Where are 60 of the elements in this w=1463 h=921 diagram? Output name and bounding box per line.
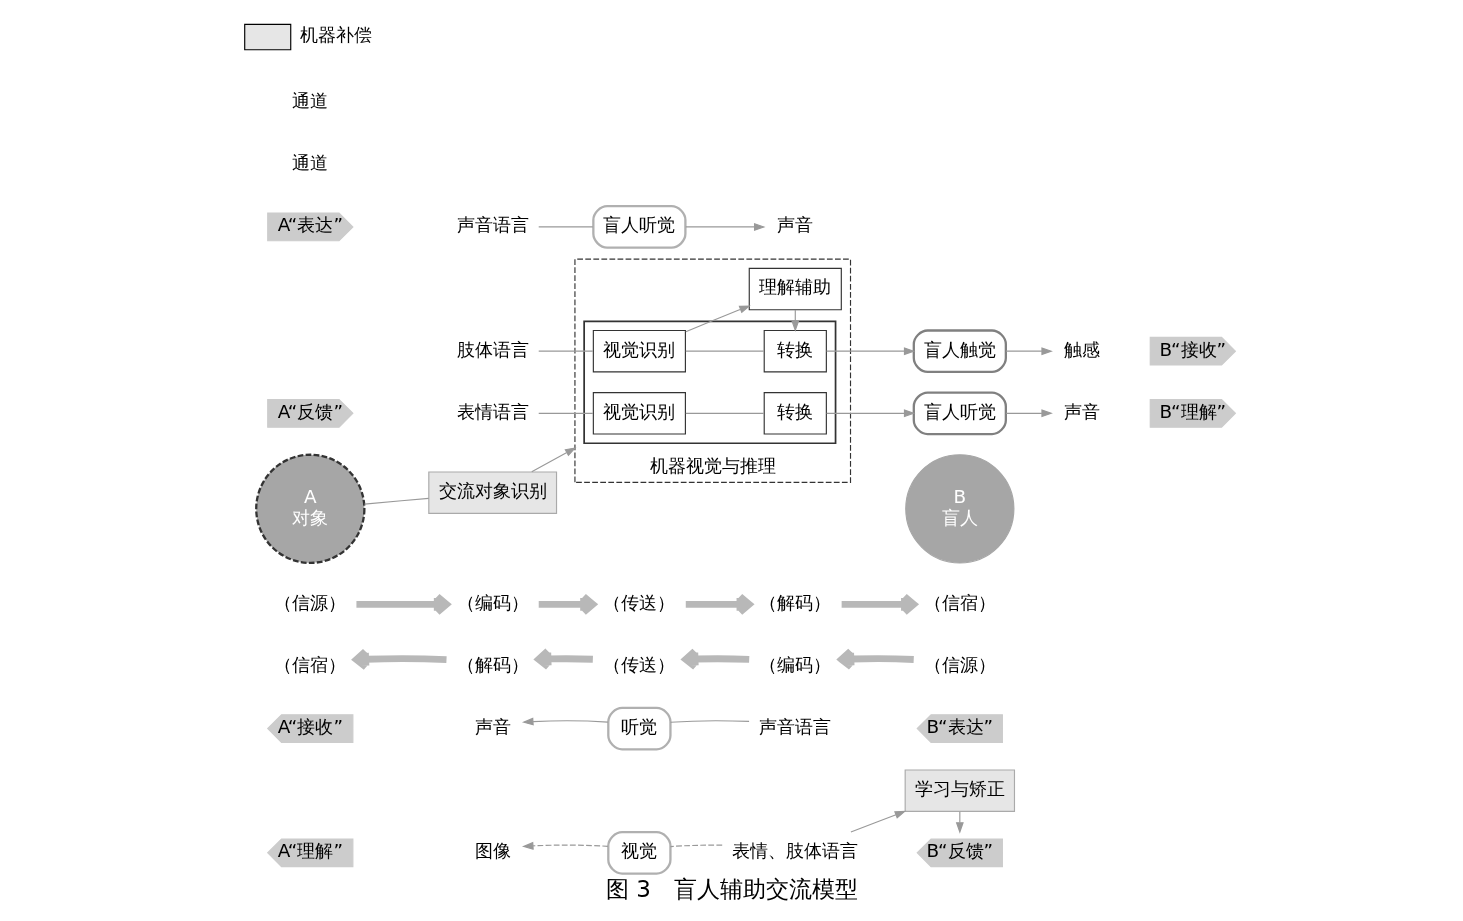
node-text: （信源）: [273, 591, 346, 613]
connector: [669, 720, 750, 723]
arrow: [521, 717, 608, 726]
connector: [537, 350, 593, 352]
node-text: 表情语言: [456, 400, 529, 422]
arrow: [530, 447, 576, 473]
node-text: 图像: [474, 840, 511, 862]
node-text: 肢体语言: [456, 338, 529, 360]
node-box: 盲人听觉: [591, 205, 687, 249]
node-box: 理解辅助: [748, 267, 842, 311]
node-box: 交流对象识别: [427, 471, 557, 514]
legend-label: 机器补偿: [299, 24, 372, 46]
caption: 图 3 盲人辅助交流模型: [605, 875, 858, 902]
arrow: [1005, 409, 1053, 418]
connector: [537, 412, 593, 414]
arrow: [684, 305, 751, 333]
node-box: 学习与矫正: [904, 769, 1015, 812]
label: 通道: [291, 152, 328, 174]
node-text: （传送）: [602, 591, 675, 613]
node-text: （传送）: [602, 653, 675, 675]
node-text: 声音: [776, 214, 813, 236]
node-text: 触感: [1063, 338, 1100, 360]
arrow: [355, 593, 450, 616]
node-box: 盲人触觉: [912, 329, 1007, 374]
arrow: [352, 648, 447, 671]
arrow: [825, 347, 915, 356]
node-text: （解码）: [456, 653, 529, 675]
node-box: 盲人听觉: [912, 391, 1007, 436]
arrow: [825, 409, 915, 418]
node-text: 声音语言: [456, 214, 529, 236]
node-text: 表情、肢体语言: [731, 840, 858, 862]
arrow: [521, 841, 608, 850]
node-box: 转换: [763, 329, 827, 373]
label: 通道: [291, 90, 328, 112]
node-box: 视觉识别: [592, 329, 686, 373]
node-box: 听觉: [606, 706, 672, 751]
connector: [684, 412, 764, 414]
arrow: [534, 647, 593, 671]
node-text: （信宿）: [273, 653, 346, 675]
connector: [363, 497, 429, 505]
arrow: [1005, 347, 1053, 356]
arrow: [684, 222, 765, 231]
node-text: （解码）: [758, 591, 831, 613]
node-text: 声音语言: [758, 715, 831, 737]
node-box: 转换: [763, 392, 827, 435]
arrow: [837, 647, 914, 671]
arrow: [849, 810, 906, 833]
node-text: 声音: [474, 715, 511, 737]
connector: [684, 350, 764, 352]
node-box: 视觉: [606, 831, 672, 875]
connector: [537, 226, 593, 228]
node-circle: A 对象: [254, 453, 366, 565]
node-text: （信宿）: [923, 591, 996, 613]
node-text: （编码）: [456, 591, 529, 613]
node-text: （编码）: [758, 653, 831, 675]
connector: [669, 844, 723, 848]
node-text: （信源）: [923, 653, 996, 675]
node-box: 视觉识别: [592, 392, 686, 435]
node-circle: B 盲人: [904, 454, 1014, 564]
node-text: 声音: [1063, 400, 1100, 422]
